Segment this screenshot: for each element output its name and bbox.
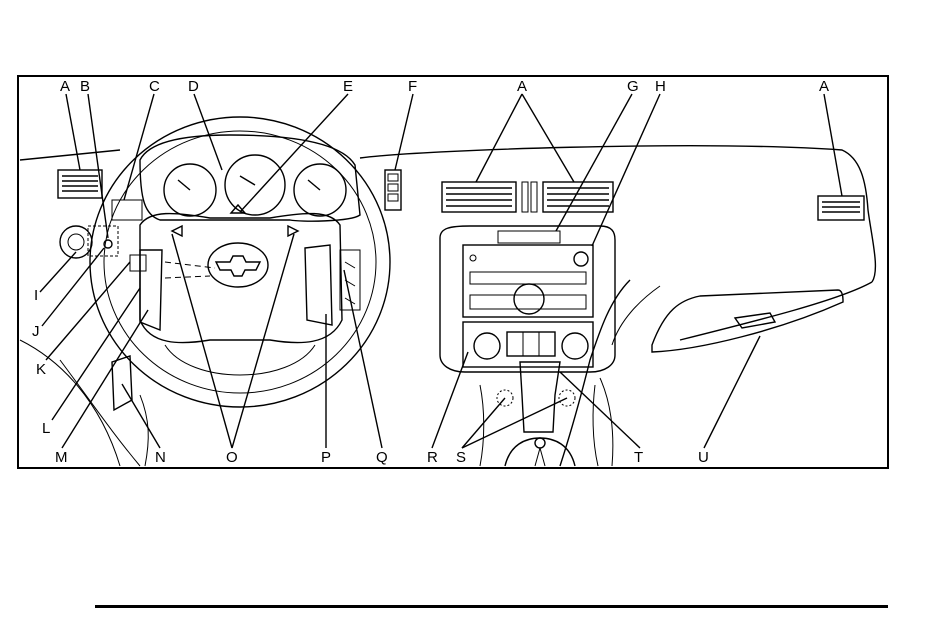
label-u: U	[698, 449, 709, 466]
label-g: G	[627, 78, 639, 95]
label-p: P	[321, 449, 331, 466]
label-a-right: A	[819, 78, 829, 95]
label-a-left: A	[60, 78, 70, 95]
label-c: C	[149, 78, 160, 95]
label-j: J	[32, 323, 40, 340]
label-o: O	[226, 449, 238, 466]
label-b: B	[80, 78, 90, 95]
label-a-center: A	[517, 78, 527, 95]
page-divider-rule	[95, 605, 888, 608]
label-m: M	[55, 449, 68, 466]
label-n: N	[155, 449, 166, 466]
label-l: L	[42, 420, 50, 437]
label-t: T	[634, 449, 643, 466]
diagram-frame	[18, 76, 888, 468]
label-i: I	[34, 287, 38, 304]
label-q: Q	[376, 449, 388, 466]
label-k: K	[36, 361, 46, 378]
label-d: D	[188, 78, 199, 95]
label-r: R	[427, 449, 438, 466]
label-s: S	[456, 449, 466, 466]
label-e: E	[343, 78, 353, 95]
label-h: H	[655, 78, 666, 95]
label-f: F	[408, 78, 417, 95]
